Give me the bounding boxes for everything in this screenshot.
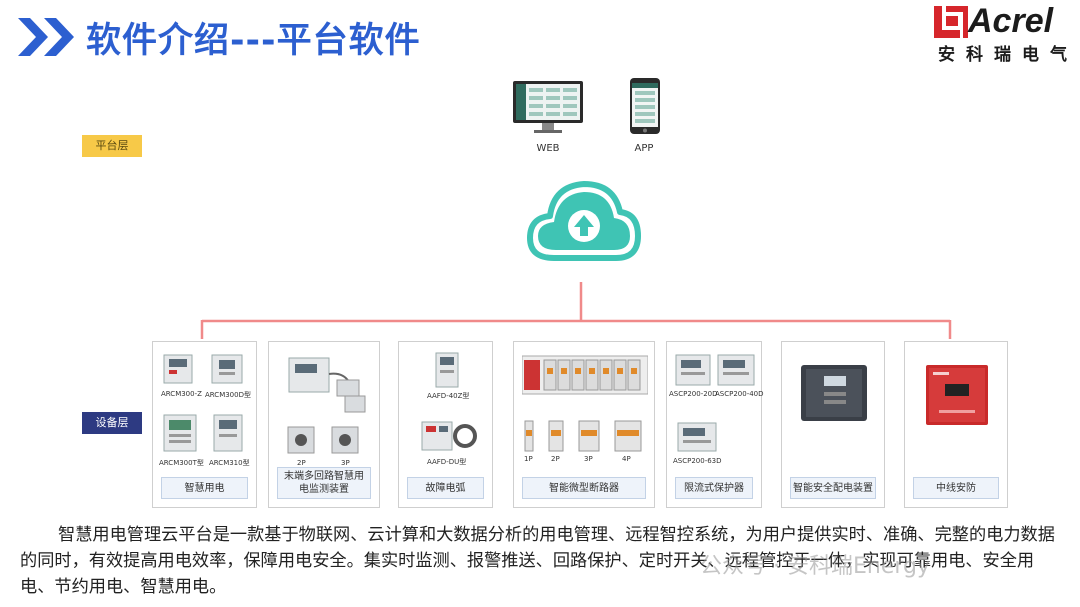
page-title: 软件介绍---平台软件 (86, 21, 421, 61)
description-paragraph: 智慧用电管理云平台是一款基于物联网、云计算和大数据分析的用电管理、远程智控系统，… (20, 525, 1055, 597)
device-smart-electricity: ARCM300-Z ARCM300D型 ARCM300T型 ARCM310型 智… (152, 341, 257, 508)
model-label: 1P (524, 455, 533, 463)
protector-icon (717, 354, 755, 386)
device-label: 故障电弧 (407, 477, 484, 499)
app-label: APP (634, 143, 654, 154)
web-monitor-icon (513, 81, 583, 133)
model-label: ARCM300D型 (205, 391, 251, 399)
device-smart-distribution-box: 智能安全配电装置 (781, 341, 885, 508)
chevron-arrows-icon (18, 18, 74, 56)
protector-icon (677, 422, 717, 452)
watermark: 公众号 · 安科瑞Energy (700, 554, 931, 579)
model-label: 2P (551, 455, 560, 463)
breaker-4p-icon (614, 420, 642, 452)
arc-fault-detector-icon (421, 421, 477, 451)
model-label: 2P (297, 459, 306, 467)
app-phone-icon (630, 78, 660, 134)
model-label: ARCM300T型 (159, 459, 204, 467)
model-label: ARCM300-Z (161, 390, 202, 398)
acrel-logo: Acrel 安科瑞电气 (934, 2, 1076, 65)
model-label: 4P (622, 455, 631, 463)
device-arc-fault: AAFD-40Z型 AAFD-DU型 故障电弧 (398, 341, 493, 508)
device-label: 智慧用电 (161, 477, 248, 499)
connector-lines (200, 282, 952, 339)
model-label: 3P (341, 459, 350, 467)
model-label: ARCM310型 (209, 459, 250, 467)
device-label: 智能安全配电装置 (790, 477, 876, 499)
breaker-2p-icon (548, 420, 564, 452)
breaker-3p-icon (578, 420, 600, 452)
model-label: 3P (584, 455, 593, 463)
device-label: 末端多回路智慧用电监测装置 (277, 467, 371, 499)
cloud-upload-icon (527, 181, 641, 261)
web-label: WEB (536, 143, 560, 154)
logo-chinese: 安科瑞电气 (938, 45, 1078, 65)
neutral-protection-cabinet-icon (926, 365, 988, 425)
ct-sensor-icon (287, 426, 315, 454)
logo-mark-icon (934, 6, 968, 38)
multi-circuit-device-icon (288, 357, 366, 413)
meter-icon (213, 414, 243, 452)
logo-word: Acrel (968, 2, 1054, 40)
protector-icon (675, 354, 711, 386)
meter-icon (163, 354, 193, 384)
breaker-rail-icon (522, 355, 648, 395)
device-neutral-line-protection: 中线安防 (904, 341, 1008, 508)
device-label: 限流式保护器 (675, 477, 753, 499)
ct-sensor-icon (331, 426, 359, 454)
model-label: AAFD-DU型 (427, 458, 467, 466)
model-label: ASCP200-63D (673, 457, 722, 465)
meter-icon (211, 354, 243, 384)
breaker-1p-icon (524, 420, 534, 452)
model-label: ASCP200-40D (715, 390, 764, 398)
device-label: 中线安防 (913, 477, 999, 499)
device-smart-mcb: 1P 2P 3P 4P 智能微型断路器 (513, 341, 655, 508)
device-layer-tag: 设备层 (82, 412, 142, 434)
distribution-cabinet-icon (801, 365, 867, 421)
model-label: ASCP200-20D (669, 390, 718, 398)
device-label: 智能微型断路器 (522, 477, 646, 499)
device-multi-circuit-monitor: 2P 3P 末端多回路智慧用电监测装置 (268, 341, 380, 508)
platform-layer-tag: 平台层 (82, 135, 142, 157)
device-current-limit-protector: ASCP200-20D ASCP200-40D ASCP200-63D 限流式保… (666, 341, 764, 508)
meter-icon (163, 414, 197, 452)
arc-fault-detector-icon (435, 352, 459, 388)
model-label: AAFD-40Z型 (427, 392, 470, 400)
